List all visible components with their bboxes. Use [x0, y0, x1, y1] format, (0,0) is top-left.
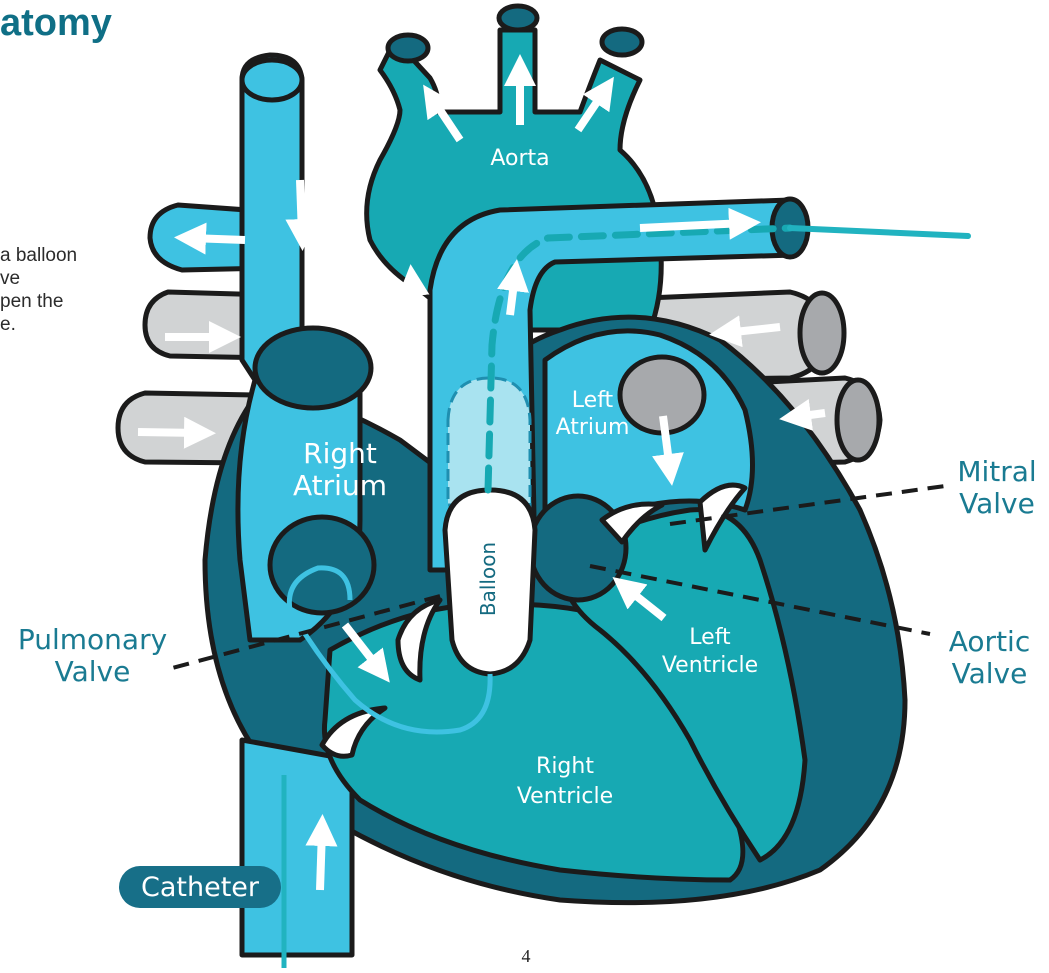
aorta-label: Aorta	[480, 146, 560, 171]
page-number: 4	[514, 946, 538, 967]
aortic-valve-label-line1: Aortic	[930, 626, 1049, 658]
right-atrium-label-line1: Right	[280, 438, 400, 470]
mitral-valve-label: Mitral Valve	[945, 456, 1049, 520]
right-atrium-label: Right Atrium	[280, 438, 400, 502]
left-atrium-label-line1: Left	[540, 387, 645, 414]
pulmonary-valve-label-line1: Pulmonary	[0, 624, 185, 656]
left-atrium-label: Left Atrium	[540, 387, 645, 441]
catheter-label: Catheter	[119, 866, 281, 908]
pulmonary-valve-label-line2: Valve	[0, 656, 185, 688]
mitral-valve-label-line1: Mitral	[945, 456, 1049, 488]
balloon-label: Balloon	[476, 529, 500, 629]
right-ventricle-label-line1: Right	[490, 752, 640, 782]
page-title: atomy	[0, 2, 112, 45]
pulmonary-valve-label: Pulmonary Valve	[0, 624, 185, 688]
right-ventricle-label-line2: Ventricle	[490, 782, 640, 812]
right-atrium-label-line2: Atrium	[280, 470, 400, 502]
left-ventricle-label-line1: Left	[640, 624, 780, 652]
left-ventricle-label-line2: Ventricle	[640, 652, 780, 680]
right-ventricle-label: Right Ventricle	[490, 752, 640, 812]
mitral-valve-label-line2: Valve	[945, 488, 1049, 520]
left-ventricle-label: Left Ventricle	[640, 624, 780, 680]
aortic-valve-label: Aortic Valve	[930, 626, 1049, 690]
intro-text: a balloon ve pen the e.	[0, 244, 150, 336]
left-atrium-label-line2: Atrium	[540, 414, 645, 441]
aortic-valve-label-line2: Valve	[930, 658, 1049, 690]
catheter-exit-line	[790, 228, 968, 236]
